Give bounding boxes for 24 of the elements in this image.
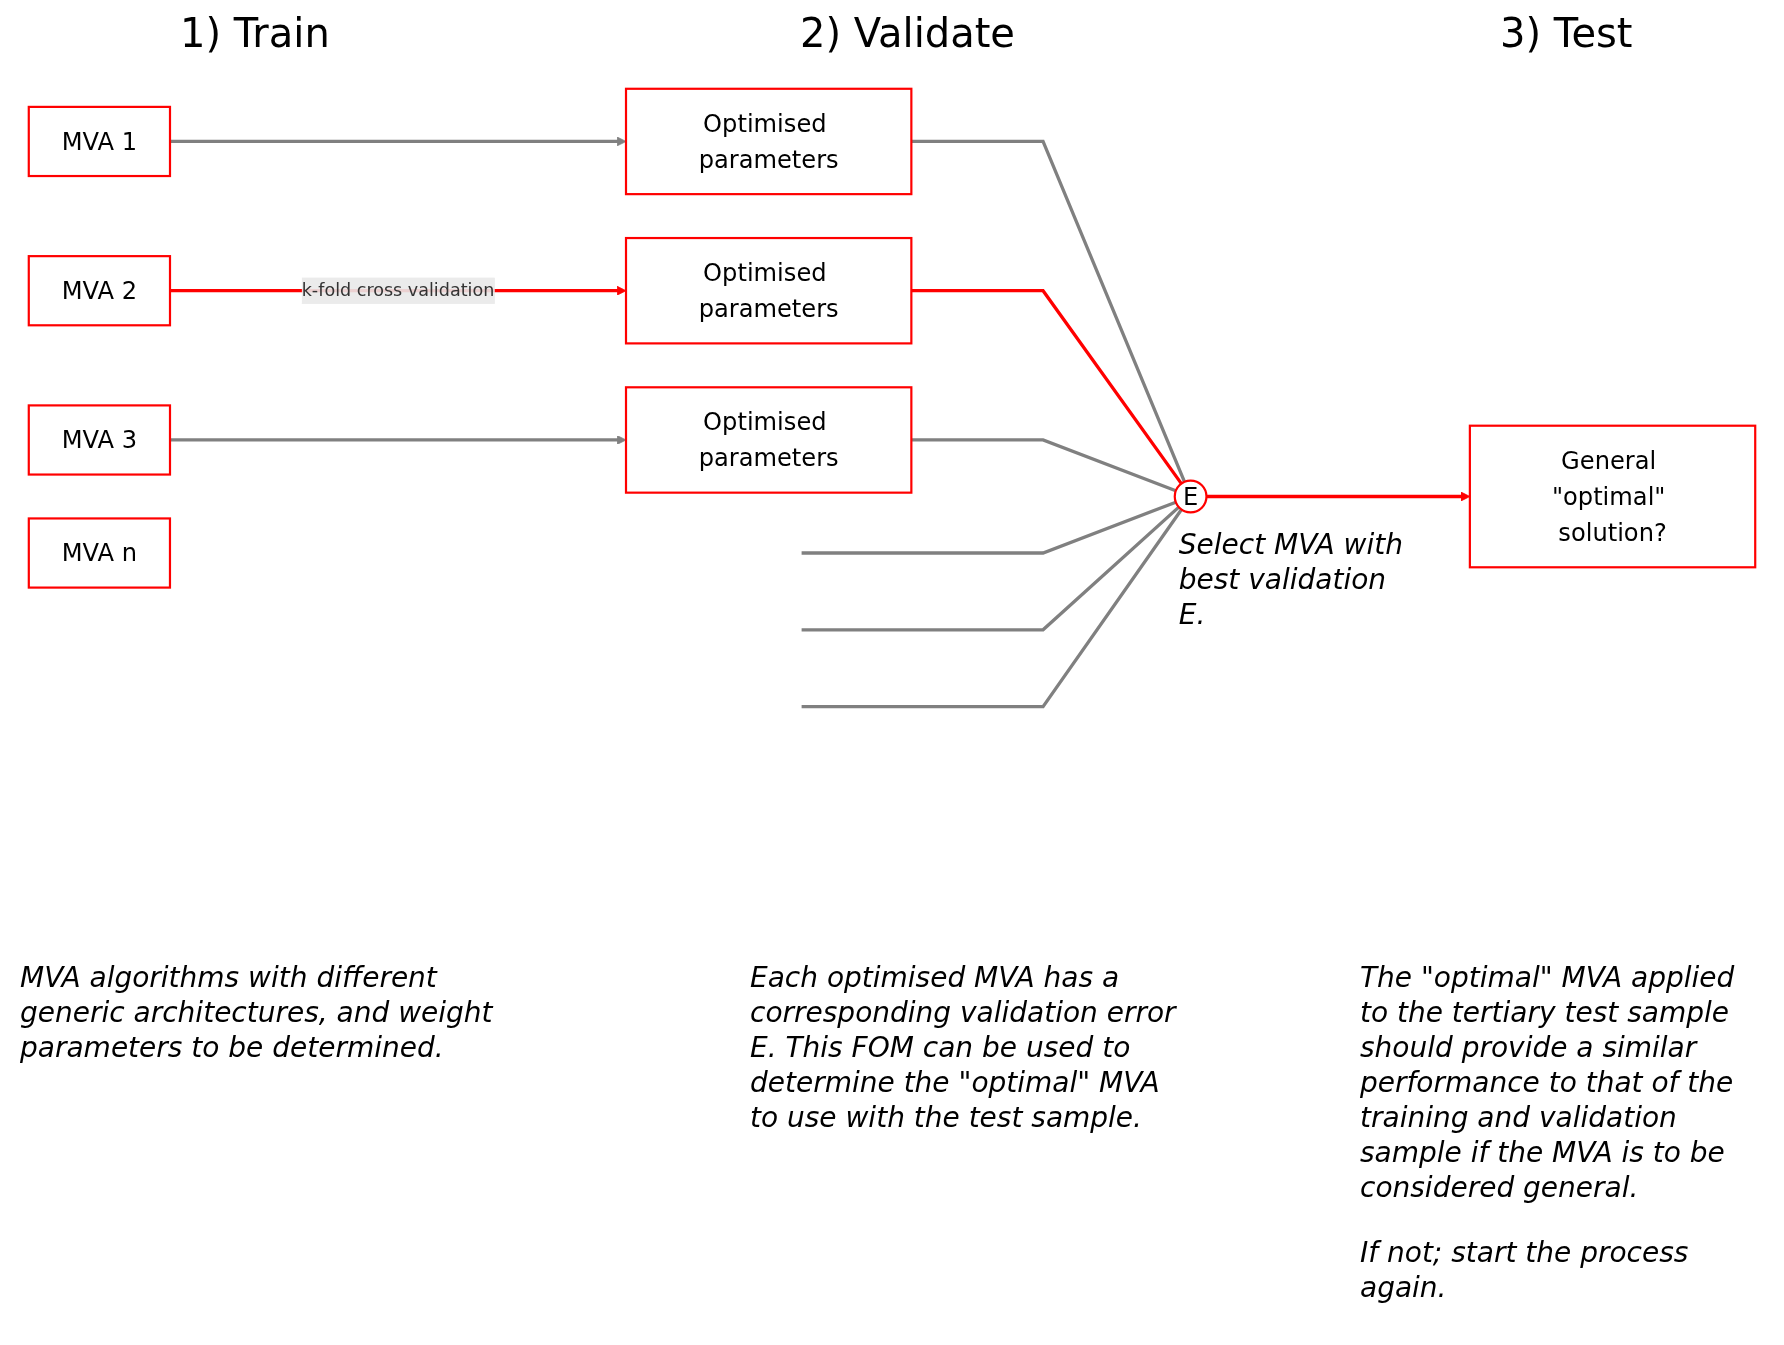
process-box: Optimised parameters [624, 87, 913, 196]
connector-line [911, 139, 1187, 483]
process-box: MVA 1 [27, 105, 172, 178]
note-text: Each optimised MVA has a corresponding validation error E. This FOM can be used to determine the "optimal" MVA to use with the test sample. [750, 960, 1178, 1135]
note-text: MVA algorithms with different generic architectures, and weight parameters to be determined. [20, 960, 495, 1065]
circle-node: E [1173, 479, 1208, 514]
arrow [170, 435, 627, 445]
connector-line [801, 500, 1177, 555]
connector-line [911, 289, 1183, 485]
process-box: General "optimal" solution? [1468, 424, 1757, 569]
column-heading: 1) Train [180, 10, 330, 56]
process-box: MVA 3 [27, 404, 172, 476]
process-box: Optimised parameters [624, 386, 913, 494]
note-text: The "optimal" MVA applied to the tertiary test sample should provide a similar performance to that of the training and validation sample if the MVA is to be considered general. [1360, 960, 1736, 1205]
note-text: If not; start the process again. [1360, 1235, 1690, 1305]
connector-line [801, 505, 1180, 632]
process-box: Optimised parameters [624, 236, 913, 345]
process-box: MVA n [27, 517, 172, 589]
arrow [170, 136, 627, 147]
process-box: MVA 2 [27, 255, 172, 327]
column-heading: 2) Validate [800, 10, 1015, 56]
column-heading: 3) Test [1500, 10, 1633, 56]
connector-line [801, 508, 1183, 709]
connector-line [911, 438, 1177, 493]
